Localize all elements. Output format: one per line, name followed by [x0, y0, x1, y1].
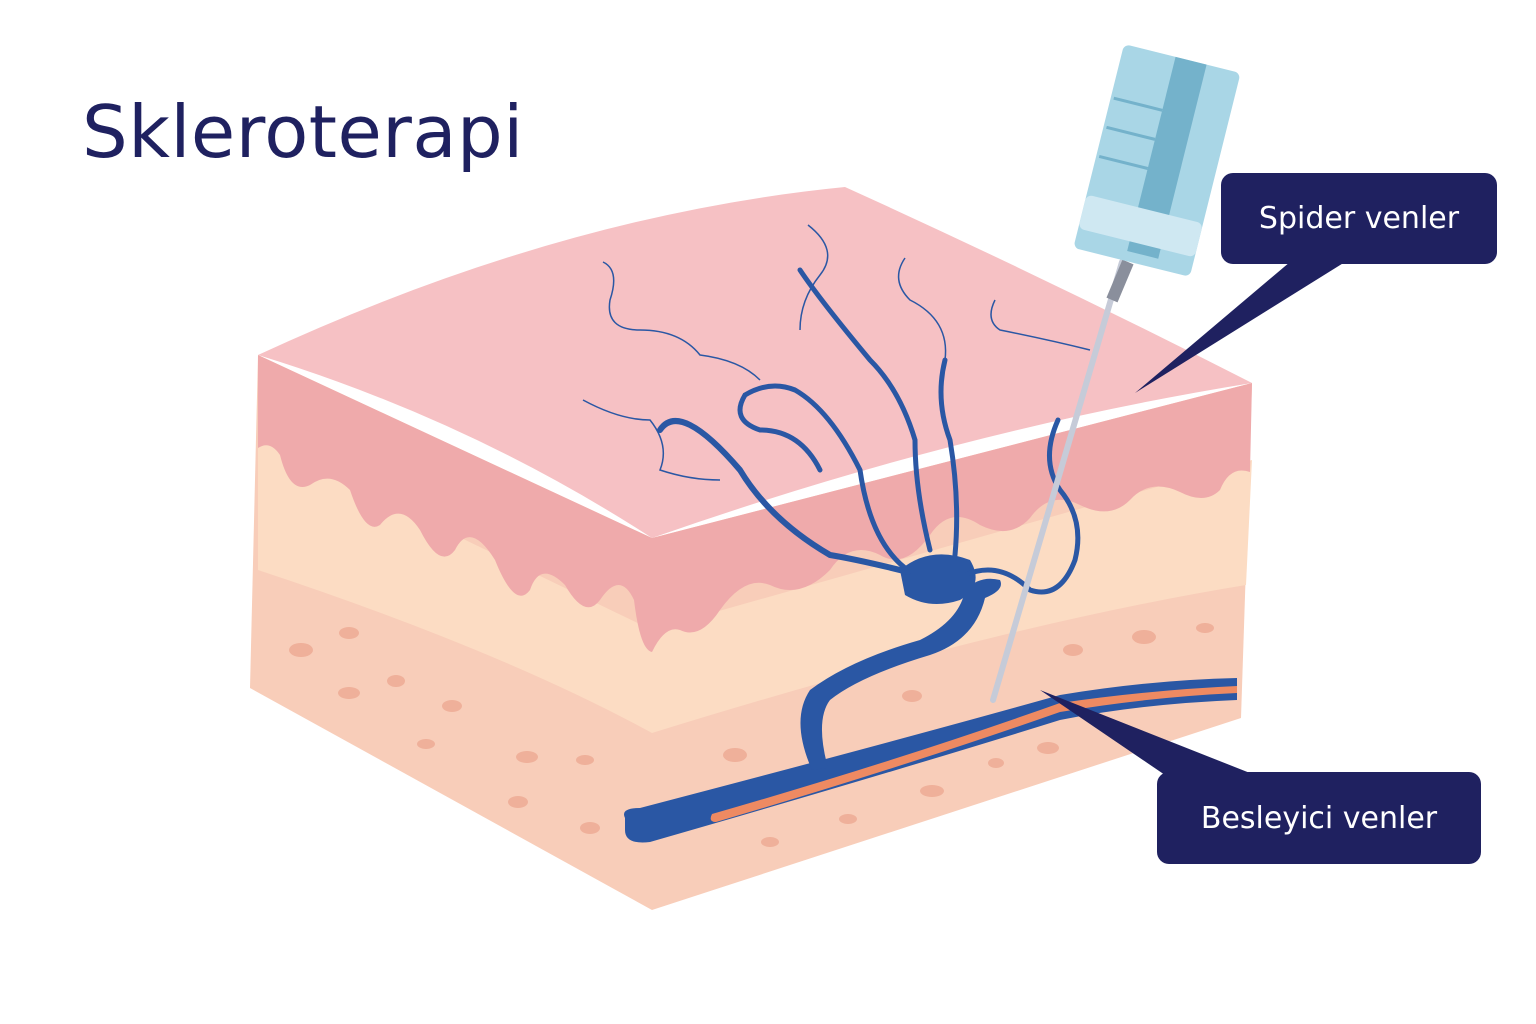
needle	[990, 259, 1125, 703]
feeder-callout-pointer	[1040, 690, 1255, 775]
page-title: Skleroterapi	[82, 90, 524, 174]
epidermis-layer-left	[258, 355, 652, 652]
spider-veins	[657, 267, 1081, 595]
surface-spider-veins	[582, 224, 1091, 481]
dermis-layer-left	[258, 440, 652, 733]
epidermis-layer-right	[652, 383, 1252, 652]
vein-trunk	[800, 578, 1001, 770]
spider-callout-pointer	[1135, 262, 1345, 393]
fat-cells	[289, 623, 1214, 847]
syringe	[1074, 45, 1240, 276]
feeder-veins-label: Besleyici venler	[1157, 772, 1481, 864]
skin-surface	[258, 187, 1252, 538]
spider-veins-label: Spider venler	[1221, 173, 1497, 264]
vein-hub	[900, 554, 976, 604]
needle-hub	[1106, 259, 1134, 303]
